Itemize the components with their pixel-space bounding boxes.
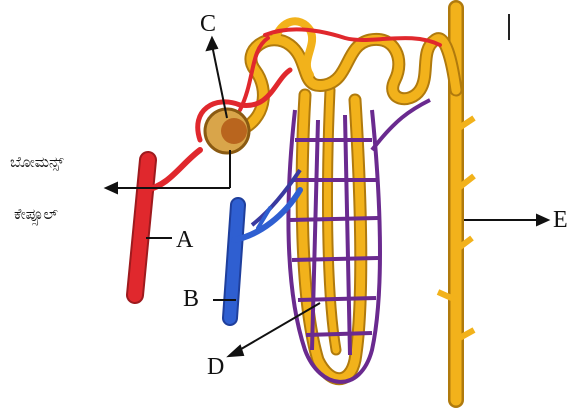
label-b: B <box>183 287 199 311</box>
label-a: A <box>176 228 193 252</box>
label-e: E <box>553 208 568 232</box>
capillary-network <box>252 100 430 382</box>
label-d: D <box>207 355 224 379</box>
label-bowman-line2: ಕೇಪ್ಸೂಲ್ <box>14 207 58 222</box>
label-bowman-line1: ಬೋಮನ್ಸ್ <box>10 155 64 170</box>
label-c: C <box>200 12 216 36</box>
edge-mark <box>508 14 510 40</box>
